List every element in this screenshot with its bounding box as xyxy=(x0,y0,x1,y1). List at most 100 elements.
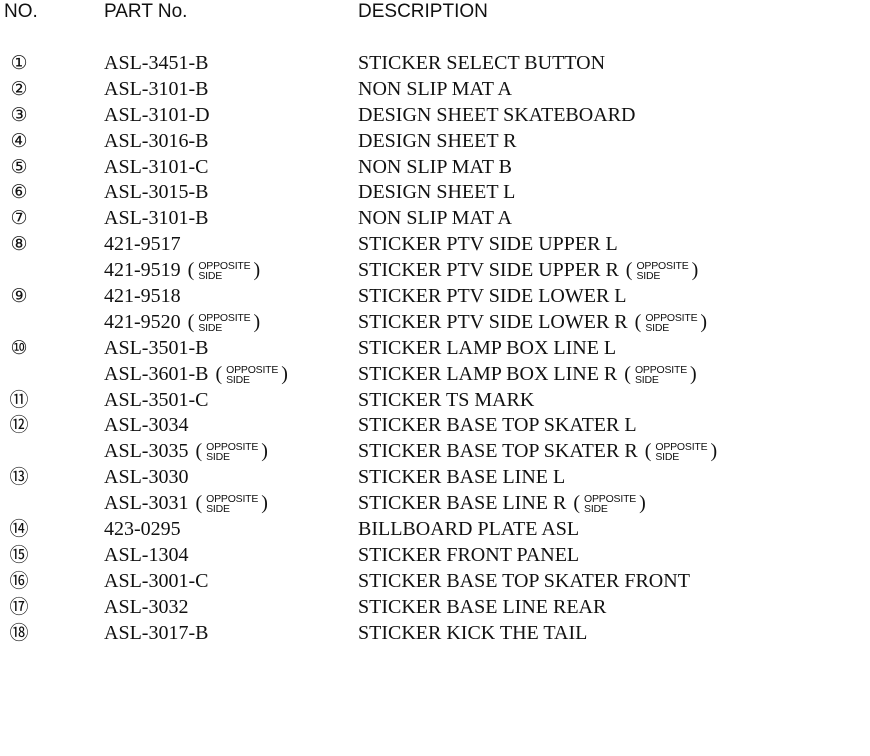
note-line-1: OPPOSITE xyxy=(206,493,259,506)
part-number-cell: ASL-3017-B xyxy=(104,621,208,647)
description-text: STICKER KICK THE TAIL xyxy=(358,621,588,644)
description-cell: DESIGN SHEET SKATEBOARD xyxy=(358,103,635,129)
note-line-1: OPPOSITE xyxy=(226,363,279,376)
note-open-paren: ( xyxy=(573,492,581,515)
item-number: ⑧ xyxy=(10,233,28,256)
note-line-1: OPPOSITE xyxy=(198,260,251,273)
part-number-cell: 421-9518 xyxy=(104,284,181,310)
part-number-cell: ASL-3001-C xyxy=(104,569,208,595)
part-number-cell: 423-0295 xyxy=(104,517,181,543)
part-number: ASL-3501-B xyxy=(104,336,209,359)
description-text: DESIGN SHEET L xyxy=(358,181,516,204)
description-text: STICKER PTV SIDE UPPER L xyxy=(358,233,618,256)
description-text: NON SLIP MAT A xyxy=(358,207,512,230)
note-line-1: OPPOSITE xyxy=(636,260,689,273)
description-cell: NON SLIP MAT A xyxy=(358,77,512,103)
item-number: ⑰ xyxy=(9,595,29,618)
item-number: ④ xyxy=(10,129,28,152)
part-number-cell: ASL-3032 xyxy=(104,595,188,621)
item-number: ⑱ xyxy=(9,621,29,644)
description-text: STICKER BASE LINE REAR xyxy=(358,595,607,618)
description-cell: STICKER FRONT PANEL xyxy=(358,543,579,569)
item-number: ⑦ xyxy=(10,207,28,230)
part-number-cell: ASL-3101-B xyxy=(104,206,208,232)
note-line-2: SIDE xyxy=(206,503,230,516)
item-number: ⑬ xyxy=(9,466,29,489)
table-row: ⑰ ASL-3032 STICKER BASE LINE REAR xyxy=(0,595,870,621)
part-number-cell: ASL-3030 xyxy=(104,465,188,491)
description-cell: STICKER TS MARK xyxy=(358,388,534,414)
part-number-cell: ASL-3451-B xyxy=(104,51,208,77)
part-number: ASL-3451-B xyxy=(104,52,209,74)
item-number: ③ xyxy=(10,103,28,126)
note-line-1: OPPOSITE xyxy=(655,441,708,454)
description-text: STICKER BASE LINE R xyxy=(358,492,567,515)
table-row: ⑦ ASL-3101-B NON SLIP MAT A xyxy=(0,206,870,232)
part-number-cell: 421-9517 xyxy=(104,232,181,258)
item-number: ⑯ xyxy=(9,569,29,592)
part-number: ASL-3015-B xyxy=(104,181,209,204)
description-text: STICKER BASE LINE L xyxy=(358,466,566,489)
part-number-cell: ASL-3015-B xyxy=(104,180,208,206)
note-close-paren: ) xyxy=(261,492,268,515)
description-text: STICKER PTV SIDE UPPER R xyxy=(358,259,619,282)
part-number-cell: ASL-1304 xyxy=(104,543,188,569)
note-open-paren: ( xyxy=(195,440,203,463)
item-number: ⑥ xyxy=(10,181,28,204)
column-header-part-no: PART No. xyxy=(104,1,188,22)
part-number: 421-9517 xyxy=(104,233,181,256)
description-text: STICKER FRONT PANEL xyxy=(358,543,580,566)
note-line-1: OPPOSITE xyxy=(584,493,637,506)
part-number: ASL-3034 xyxy=(104,414,189,437)
part-number: ASL-3017-B xyxy=(104,621,209,644)
note-close-paren: ) xyxy=(253,310,261,333)
description-cell: DESIGN SHEET R xyxy=(358,129,517,155)
note-line-2: SIDE xyxy=(198,270,223,283)
part-number-cell: ASL-3101-C xyxy=(104,155,208,181)
part-number-cell: ASL-3101-B xyxy=(104,77,208,103)
part-number: ASL-3030 xyxy=(104,466,189,489)
note-close-paren: ) xyxy=(691,259,699,282)
item-number: ⑭ xyxy=(9,518,29,541)
item-number: ⑩ xyxy=(10,336,28,359)
note-line-2: SIDE xyxy=(645,321,670,334)
description-cell: NON SLIP MAT B xyxy=(358,155,512,181)
note-line-2: SIDE xyxy=(655,451,680,464)
note-open-paren: ( xyxy=(195,492,203,515)
note-close-paren: ) xyxy=(253,259,261,282)
description-text: NON SLIP MAT A xyxy=(358,77,512,100)
note-line-1: OPPOSITE xyxy=(645,311,698,324)
note-line-2: SIDE xyxy=(198,321,223,334)
note-open-paren: ( xyxy=(187,310,195,333)
part-number-cell: ASL-3501-B xyxy=(104,336,208,362)
item-number: ⑨ xyxy=(10,285,28,308)
description-text: STICKER SELECT BUTTON xyxy=(358,52,606,74)
table-row: ⑧ 421-9517 STICKER PTV SIDE UPPER L xyxy=(0,232,870,258)
part-number: ASL-3001-C xyxy=(104,569,209,592)
part-number: ASL-3101-B xyxy=(104,207,209,230)
note-line-2: SIDE xyxy=(634,373,659,386)
